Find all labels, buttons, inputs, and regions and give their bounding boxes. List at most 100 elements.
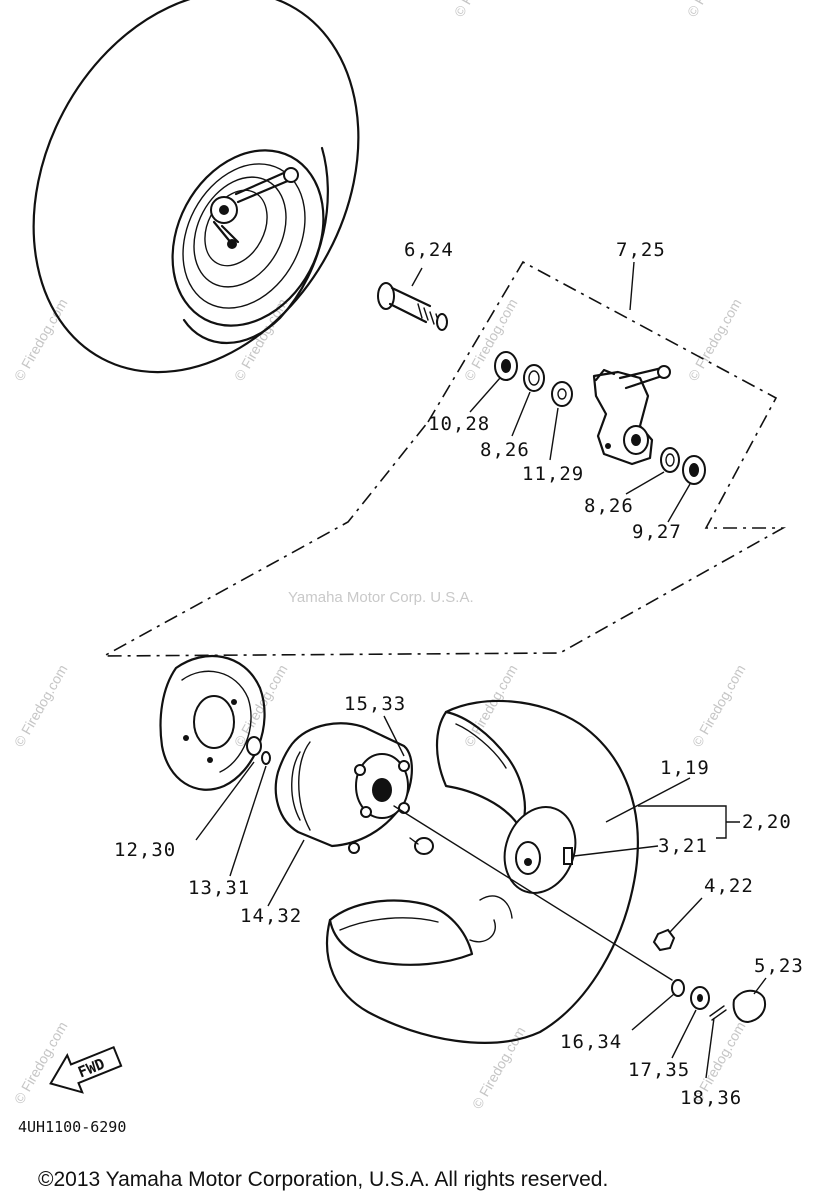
label-7-25: 7,25 bbox=[616, 239, 666, 261]
knuckle-top-boss bbox=[594, 368, 616, 382]
assembled-wheel bbox=[32, 0, 360, 374]
washer-13-31 bbox=[246, 736, 271, 765]
label-9-27: 9,27 bbox=[632, 521, 682, 543]
leader-8-26-a bbox=[511, 391, 531, 437]
dust-cover-hole-3 bbox=[207, 757, 213, 763]
leader-1-19 bbox=[605, 777, 691, 823]
callout-labels: 6,24 7,25 10,28 8,26 11,29 8,26 9,27 15,… bbox=[114, 239, 804, 1109]
tire-outer-body bbox=[325, 699, 639, 1044]
watermark-4: © Firedog.com bbox=[231, 296, 291, 384]
watermark-10: © Firedog.com bbox=[689, 662, 749, 750]
leader-9-27 bbox=[667, 483, 691, 523]
watermark-1: © Firedog.com bbox=[451, 0, 511, 20]
shaft-head bbox=[377, 282, 395, 310]
bearing-9-27-inner bbox=[689, 463, 699, 477]
shaft-thread bbox=[417, 303, 441, 327]
center-watermark: Yamaha Motor Corp. U.S.A. bbox=[288, 589, 474, 606]
bearing-9-27 bbox=[682, 455, 706, 485]
rim-center-dot bbox=[524, 858, 532, 866]
label-3-21: 3,21 bbox=[658, 835, 708, 857]
tire-outer-outline bbox=[32, 0, 360, 374]
leader-11-29 bbox=[549, 407, 559, 461]
drawing-id: 4UH1100-6290 bbox=[18, 1118, 126, 1136]
dust-cover-center bbox=[193, 695, 235, 749]
leader-17-35 bbox=[671, 1009, 697, 1059]
shaft-body bbox=[388, 286, 432, 324]
leader-14-32 bbox=[267, 839, 305, 907]
leader-16-34 bbox=[631, 993, 675, 1031]
knuckle-bolt-hole bbox=[605, 443, 611, 449]
rim-half-upper bbox=[436, 710, 526, 830]
rim-half-lower bbox=[328, 899, 474, 966]
leader-3-21 bbox=[573, 845, 659, 857]
hub-drum-fins bbox=[291, 741, 311, 831]
leader-7-25 bbox=[629, 261, 635, 311]
rim-spoke-shadow bbox=[469, 895, 513, 943]
valve-cap bbox=[414, 837, 434, 855]
watermark-7: © Firedog.com bbox=[11, 662, 71, 750]
seal-a-outer bbox=[523, 364, 545, 392]
label-13-31: 13,31 bbox=[188, 877, 250, 899]
valve-stem bbox=[409, 837, 419, 845]
wheel-hub-14-32 bbox=[274, 722, 413, 854]
watermark-layer: © Firedog.com © Firedog.com © Firedog.co… bbox=[11, 0, 749, 1112]
dust-cover-outline bbox=[159, 654, 266, 791]
dust-cover-12-30 bbox=[159, 654, 266, 791]
rim-half-lower-edge bbox=[339, 917, 439, 931]
label-5-23: 5,23 bbox=[754, 955, 804, 977]
washer-13-31-small bbox=[261, 751, 271, 765]
fwd-arrow: FWD bbox=[49, 1045, 123, 1094]
seal-a-inner bbox=[528, 370, 540, 386]
washer-13-31-outer bbox=[246, 736, 262, 756]
watermark-2: © Firedog.com bbox=[684, 0, 744, 20]
label-15-33: 15,33 bbox=[344, 693, 406, 715]
assembly-dashed-boundary bbox=[103, 260, 787, 657]
rim-outline bbox=[171, 149, 325, 327]
knuckle-arm-joint bbox=[283, 167, 299, 183]
knuckle-arm-upper bbox=[234, 170, 292, 204]
spacer-outer bbox=[551, 381, 573, 407]
cotter-pin-shape bbox=[709, 1005, 727, 1021]
castle-nut-inner bbox=[697, 994, 703, 1002]
washer-16-34-shape bbox=[671, 979, 685, 997]
label-16-34: 16,34 bbox=[560, 1031, 622, 1053]
watermark-6: © Firedog.com bbox=[685, 296, 745, 384]
dust-cover-hole-2 bbox=[231, 699, 237, 705]
dust-cover-hole-1 bbox=[183, 735, 189, 741]
label-4-22: 4,22 bbox=[704, 875, 754, 897]
leader-18-36 bbox=[705, 1017, 715, 1079]
label-12-30: 12,30 bbox=[114, 839, 176, 861]
leader-15-33 bbox=[383, 715, 405, 757]
label-2-20: 2,20 bbox=[742, 811, 792, 833]
hub-drum-outline bbox=[274, 722, 413, 848]
leader-12-30 bbox=[195, 761, 255, 841]
tire-valve-3-21 bbox=[563, 847, 573, 865]
hub-stud-2 bbox=[398, 760, 410, 772]
watermark-11: © Firedog.com bbox=[11, 1019, 71, 1107]
hub-cap-5-23 bbox=[732, 989, 766, 1024]
watermark-3: © Firedog.com bbox=[11, 296, 71, 384]
rim-ring-1 bbox=[182, 163, 306, 309]
rim-half-upper-edge bbox=[455, 723, 507, 769]
spacer-inner bbox=[557, 388, 567, 400]
wheel-exploded-group bbox=[159, 654, 767, 1079]
cotter-pin-18-36 bbox=[709, 1005, 727, 1021]
hub-cap-shape bbox=[732, 989, 766, 1024]
label-8-26-b: 8,26 bbox=[584, 495, 634, 517]
watermark-9: © Firedog.com bbox=[461, 662, 521, 750]
seal-b-outer bbox=[660, 447, 680, 473]
leader-2-20 bbox=[638, 805, 740, 839]
valve-15-33 bbox=[409, 837, 434, 855]
leader-8-26-b bbox=[625, 471, 665, 495]
hub-stud-3 bbox=[360, 806, 372, 818]
label-11-29: 11,29 bbox=[522, 463, 584, 485]
tire-rim-edge bbox=[182, 146, 329, 345]
leader-4-22 bbox=[669, 897, 703, 933]
label-6-24: 6,24 bbox=[404, 239, 454, 261]
axle-shaft-part bbox=[377, 282, 448, 331]
oil-seal-8-26-a bbox=[523, 364, 545, 392]
axle-center-line bbox=[393, 805, 673, 981]
dust-cover-rim bbox=[181, 670, 252, 773]
leader-6-24 bbox=[411, 267, 423, 287]
